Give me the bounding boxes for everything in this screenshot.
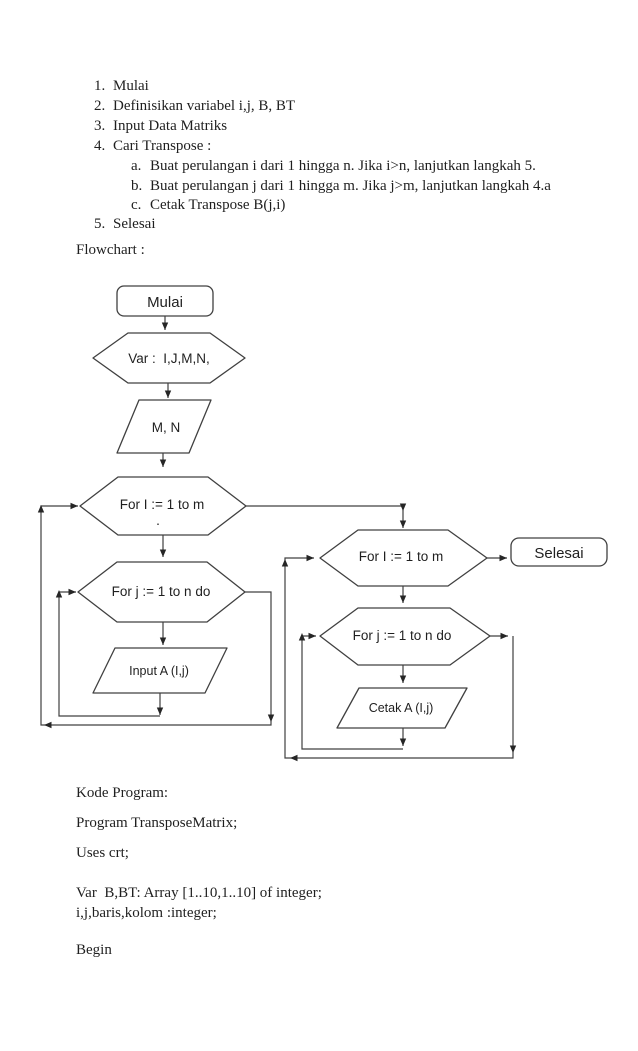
flowchart-node-start: Mulai (116, 285, 214, 317)
flowchart-node-outer-loop-left: For I := 1 to m . (79, 476, 247, 536)
arrow-down-icon (159, 549, 167, 557)
flowchart-node-read-mn: M, N (116, 399, 212, 454)
list-marker: 2. (94, 98, 106, 114)
list-marker: c. (131, 197, 142, 213)
arrow-down-icon (159, 637, 167, 645)
list-item: 3. Input Data Matriks (94, 116, 227, 136)
list-marker: b. (131, 178, 143, 194)
arrow-right-icon (499, 554, 507, 562)
node-label: For I := 1 to m (359, 549, 443, 564)
flowchart-node-outer-loop-right: For I := 1 to m (319, 529, 488, 587)
arrow-right-icon (306, 554, 314, 562)
flowchart-node-input-matrix: Input A (I,j) (92, 647, 228, 694)
arrow-down-icon (156, 707, 164, 715)
flowchart-node-inner-loop-right: For j := 1 to n do (319, 607, 491, 666)
list-marker: 5. (94, 216, 106, 232)
code-line: Begin (76, 942, 112, 958)
code-line: Uses crt; (76, 845, 129, 861)
node-label: Input A (I,j) (129, 664, 189, 678)
list-item: 2. Definisikan variabel i,j, B, BT (94, 96, 295, 116)
node-label: Selesai (534, 545, 583, 562)
arrow-down-icon (164, 390, 172, 398)
arrow-right-icon (70, 502, 78, 510)
node-label: Cetak A (I,j) (369, 701, 434, 715)
arrow-down-icon (399, 675, 407, 683)
arrow-down-icon (399, 520, 407, 528)
node-label: For I := 1 to m (120, 497, 204, 512)
list-item-text: Cetak Transpose B(j,i) (150, 197, 286, 213)
stray-dot: . (156, 513, 160, 528)
list-marker: 4. (94, 138, 106, 154)
code-line: i,j,baris,kolom :integer; (76, 905, 217, 921)
code-line: Program TransposeMatrix; (76, 815, 238, 831)
arrow-right-icon (500, 632, 508, 640)
arrow-right-icon (308, 632, 316, 640)
list-item-text: Cari Transpose : (113, 138, 212, 154)
list-item: 4. Cari Transpose : (94, 136, 211, 156)
arrow-down-icon (399, 738, 407, 746)
code-line: Var B,BT: Array [1..10,1..10] of integer… (76, 885, 322, 901)
list-marker: 1. (94, 78, 106, 94)
arrow-down-icon (159, 459, 167, 467)
flowchart-node-end: Selesai (510, 537, 608, 567)
arrow-left-icon (290, 754, 298, 762)
list-item: 5. Selesai (94, 214, 156, 234)
arrow-down-icon (267, 714, 275, 722)
arrow-right-icon (68, 588, 76, 596)
arrow-down-icon (399, 503, 407, 511)
list-item-text: Definisikan variabel i,j, B, BT (113, 98, 296, 114)
arrow-up-icon (298, 633, 306, 641)
flowchart-node-declare-vars: Var : I,J,M,N, (92, 332, 246, 384)
list-item-text: Buat perulangan j dari 1 hingga m. Jika … (150, 178, 551, 194)
arrow-down-icon (509, 745, 517, 753)
flowchart-arrowheads (37, 322, 517, 762)
list-item: 1. Mulai (94, 76, 149, 96)
flowchart-node-inner-loop-left: For j := 1 to n do (77, 561, 246, 623)
list-marker: 3. (94, 118, 106, 134)
list-item-text: Buat perulangan i dari 1 hingga n. Jika … (150, 158, 536, 174)
flowchart-connectors (40, 316, 514, 759)
node-label: For j := 1 to n do (112, 584, 211, 599)
list-item: a. Buat perulangan i dari 1 hingga n. Jik… (131, 156, 536, 176)
list-item-text: Selesai (113, 216, 156, 232)
node-label: Var : I,J,M,N, (128, 351, 210, 366)
list-item-text: Mulai (113, 78, 149, 94)
arrow-down-icon (161, 322, 169, 330)
arrow-up-icon (37, 505, 45, 513)
list-item: c. Cetak Transpose B(j,i) (131, 195, 285, 215)
list-marker: a. (131, 158, 142, 174)
flowchart-heading: Flowchart : (76, 242, 145, 258)
node-label: For j := 1 to n do (353, 628, 452, 643)
node-label: M, N (152, 420, 181, 435)
list-item: b. Buat perulangan j dari 1 hingga m. Jik… (131, 176, 551, 196)
node-label: Mulai (147, 294, 183, 311)
arrow-up-icon (55, 590, 63, 598)
flowchart-node-print-matrix: Cetak A (I,j) (336, 687, 468, 729)
arrow-up-icon (281, 559, 289, 567)
code-heading: Kode Program: (76, 785, 169, 801)
arrow-down-icon (399, 595, 407, 603)
arrow-left-icon (44, 721, 52, 729)
list-item-text: Input Data Matriks (113, 118, 228, 134)
